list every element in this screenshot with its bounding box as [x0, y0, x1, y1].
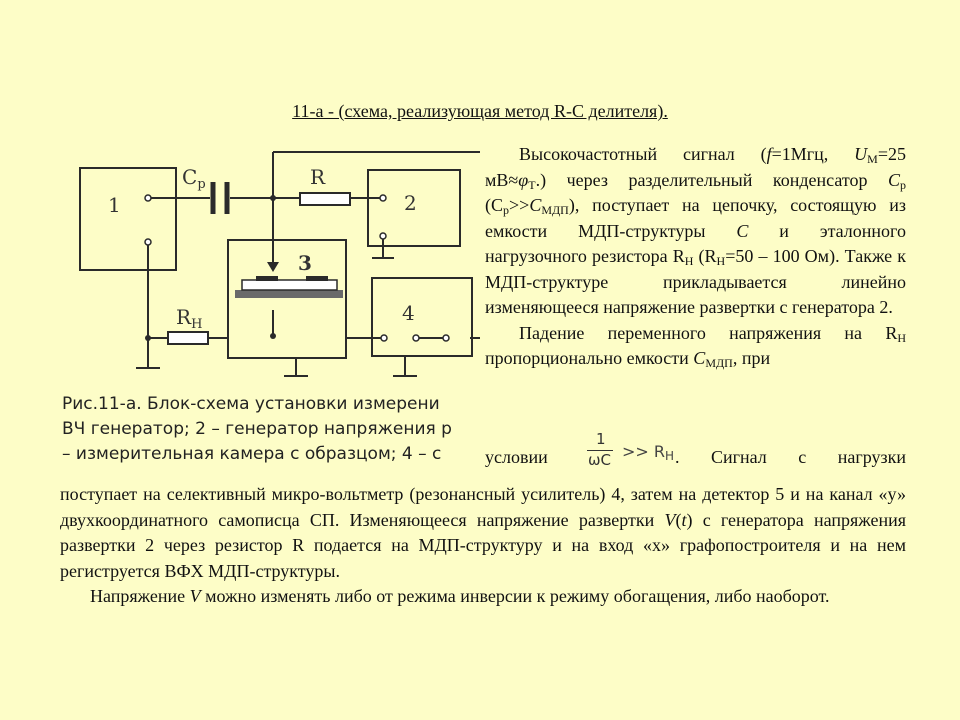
- paragraph: поступает на селективный микро-вольтметр…: [60, 484, 906, 581]
- caption-line: – измерительная камера с образцом; 4 – с: [62, 444, 442, 464]
- block-4: [371, 277, 473, 357]
- sample-substrate: [235, 290, 343, 298]
- caption-line: ВЧ генератор; 2 – генератор напряжения р: [62, 419, 452, 439]
- paragraph: Напряжение V можно изменять либо от режи…: [90, 586, 830, 607]
- block-1: [79, 167, 177, 271]
- capacitor-cp: [210, 182, 230, 214]
- label-block-4: 4: [402, 301, 415, 325]
- caption-line: Рис.11-а. Блок-схема установки измерени: [62, 394, 440, 414]
- bottom-text: поступает на селективный микро-вольтметр…: [60, 482, 906, 610]
- circuit-svg: 1 2 3 4 Cр R RН: [79, 151, 480, 377]
- fraction-formula: 1 ωC: [587, 430, 613, 469]
- relation-formula: >> RН: [622, 442, 675, 463]
- figure-caption: Рис.11-а. Блок-схема установки измерени …: [62, 392, 480, 472]
- label-block-1: 1: [108, 193, 121, 217]
- page-title: 11-а - (схема, реализующая метод R-C дел…: [292, 101, 668, 121]
- block-3: [227, 239, 347, 359]
- paragraph: Падение переменного напряжения на RН про…: [485, 322, 906, 370]
- label-rn: RН: [176, 305, 202, 332]
- condition-word: условии: [485, 447, 548, 467]
- block-2: [367, 169, 461, 247]
- right-column-text: Высокочастотный сигнал (f=1Мгц, UМ=25 мВ…: [485, 142, 906, 372]
- condition-rest: . Сигнал с нагрузки: [675, 447, 906, 467]
- label-block-2: 2: [404, 191, 417, 215]
- probe-arrow-icon: [267, 262, 279, 272]
- label-block-3: 3: [298, 251, 312, 275]
- circuit-diagram: 1 2 3 4 Cр R RН: [60, 150, 480, 475]
- label-cp: Cр: [182, 165, 206, 192]
- label-r: R: [310, 165, 326, 189]
- paragraph: Высокочастотный сигнал (f=1Мгц, UМ=25 мВ…: [485, 144, 907, 317]
- condition-line: условии 1 ωC >> RН . Сигнал с нагрузки: [485, 430, 906, 470]
